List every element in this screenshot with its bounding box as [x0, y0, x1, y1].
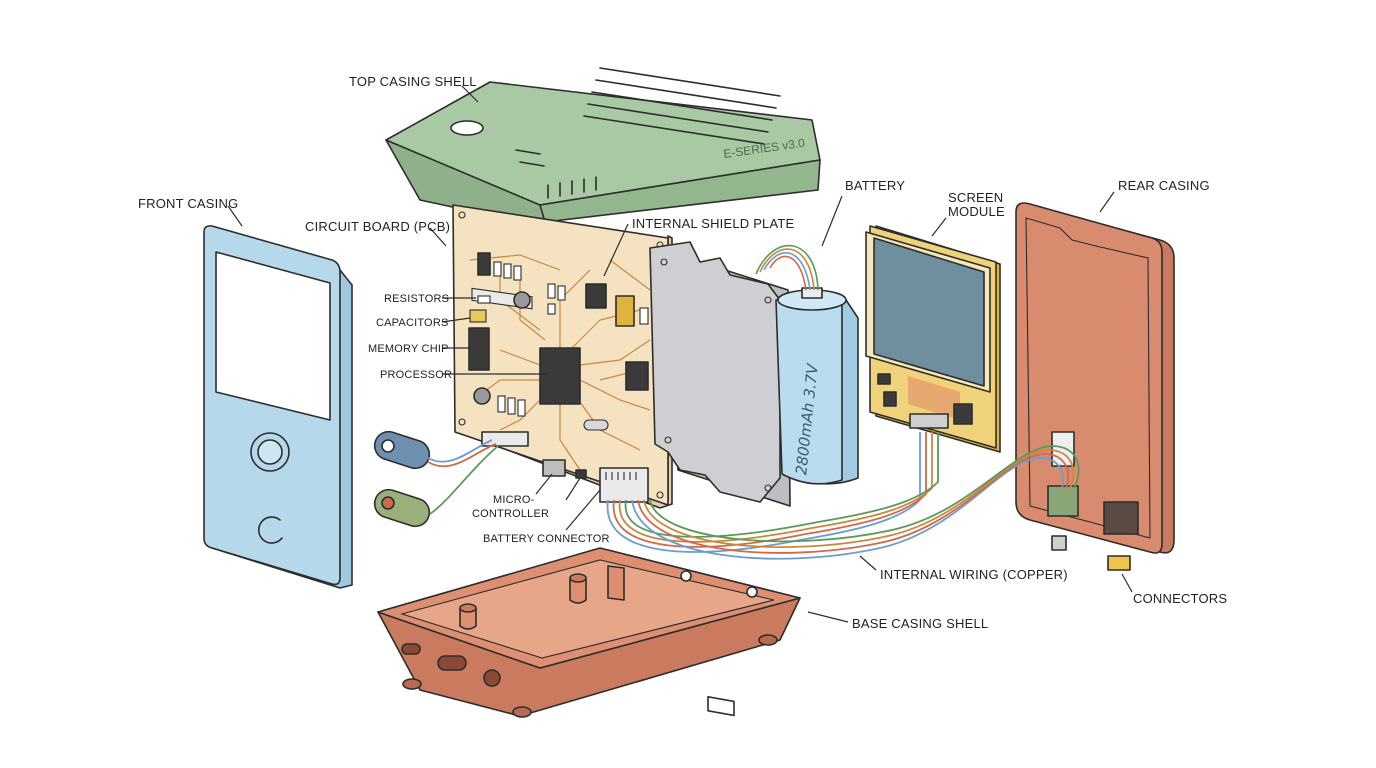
label-circuit-board: CIRCUIT BOARD (PCB): [305, 219, 450, 234]
label-rear-casing: REAR CASING: [1118, 178, 1210, 193]
label-front-casing: FRONT CASING: [138, 196, 238, 211]
internal-shield-plate: [649, 241, 791, 507]
front-casing: [203, 225, 353, 589]
label-internal-wiring: INTERNAL WIRING (COPPER): [880, 567, 1068, 582]
loose-connectors: [1051, 535, 1131, 571]
label-memory-chip: MEMORY CHIP: [368, 343, 449, 355]
label-base-casing-shell: BASE CASING SHELL: [852, 616, 988, 631]
label-capacitors: CAPACITORS: [376, 317, 449, 329]
rear-casing: [1015, 202, 1175, 554]
base-casing-shell: [377, 547, 801, 718]
circuit-board-pcb: [452, 204, 673, 509]
label-battery: BATTERY: [845, 178, 905, 193]
label-microcontroller-line1: MICRO-: [493, 494, 535, 506]
battery: 2800mAh 3.7V: [755, 244, 859, 485]
label-screen-module-line2: MODULE: [948, 204, 1005, 219]
label-screen-module-line1: SCREEN: [948, 190, 1003, 205]
top-casing-shell: E-SERIES v3.0: [385, 67, 821, 229]
label-internal-shield-plate: INTERNAL SHIELD PLATE: [632, 216, 795, 231]
leader-lines: [227, 85, 1133, 623]
label-resistors: RESISTORS: [384, 293, 449, 305]
label-top-casing-shell: TOP CASING SHELL: [349, 74, 477, 89]
label-battery-connector: BATTERY CONNECTOR: [483, 533, 610, 545]
label-processor: PROCESSOR: [380, 369, 452, 381]
battery-plugs: [373, 430, 499, 528]
callout-labels: TOP CASING SHELL FRONT CASING CIRCUIT BO…: [138, 74, 1227, 631]
screen-module: [865, 225, 1001, 453]
label-microcontroller-line2: CONTROLLER: [472, 508, 549, 520]
internal-wiring: [606, 432, 1080, 560]
label-connectors: CONNECTORS: [1133, 591, 1227, 606]
